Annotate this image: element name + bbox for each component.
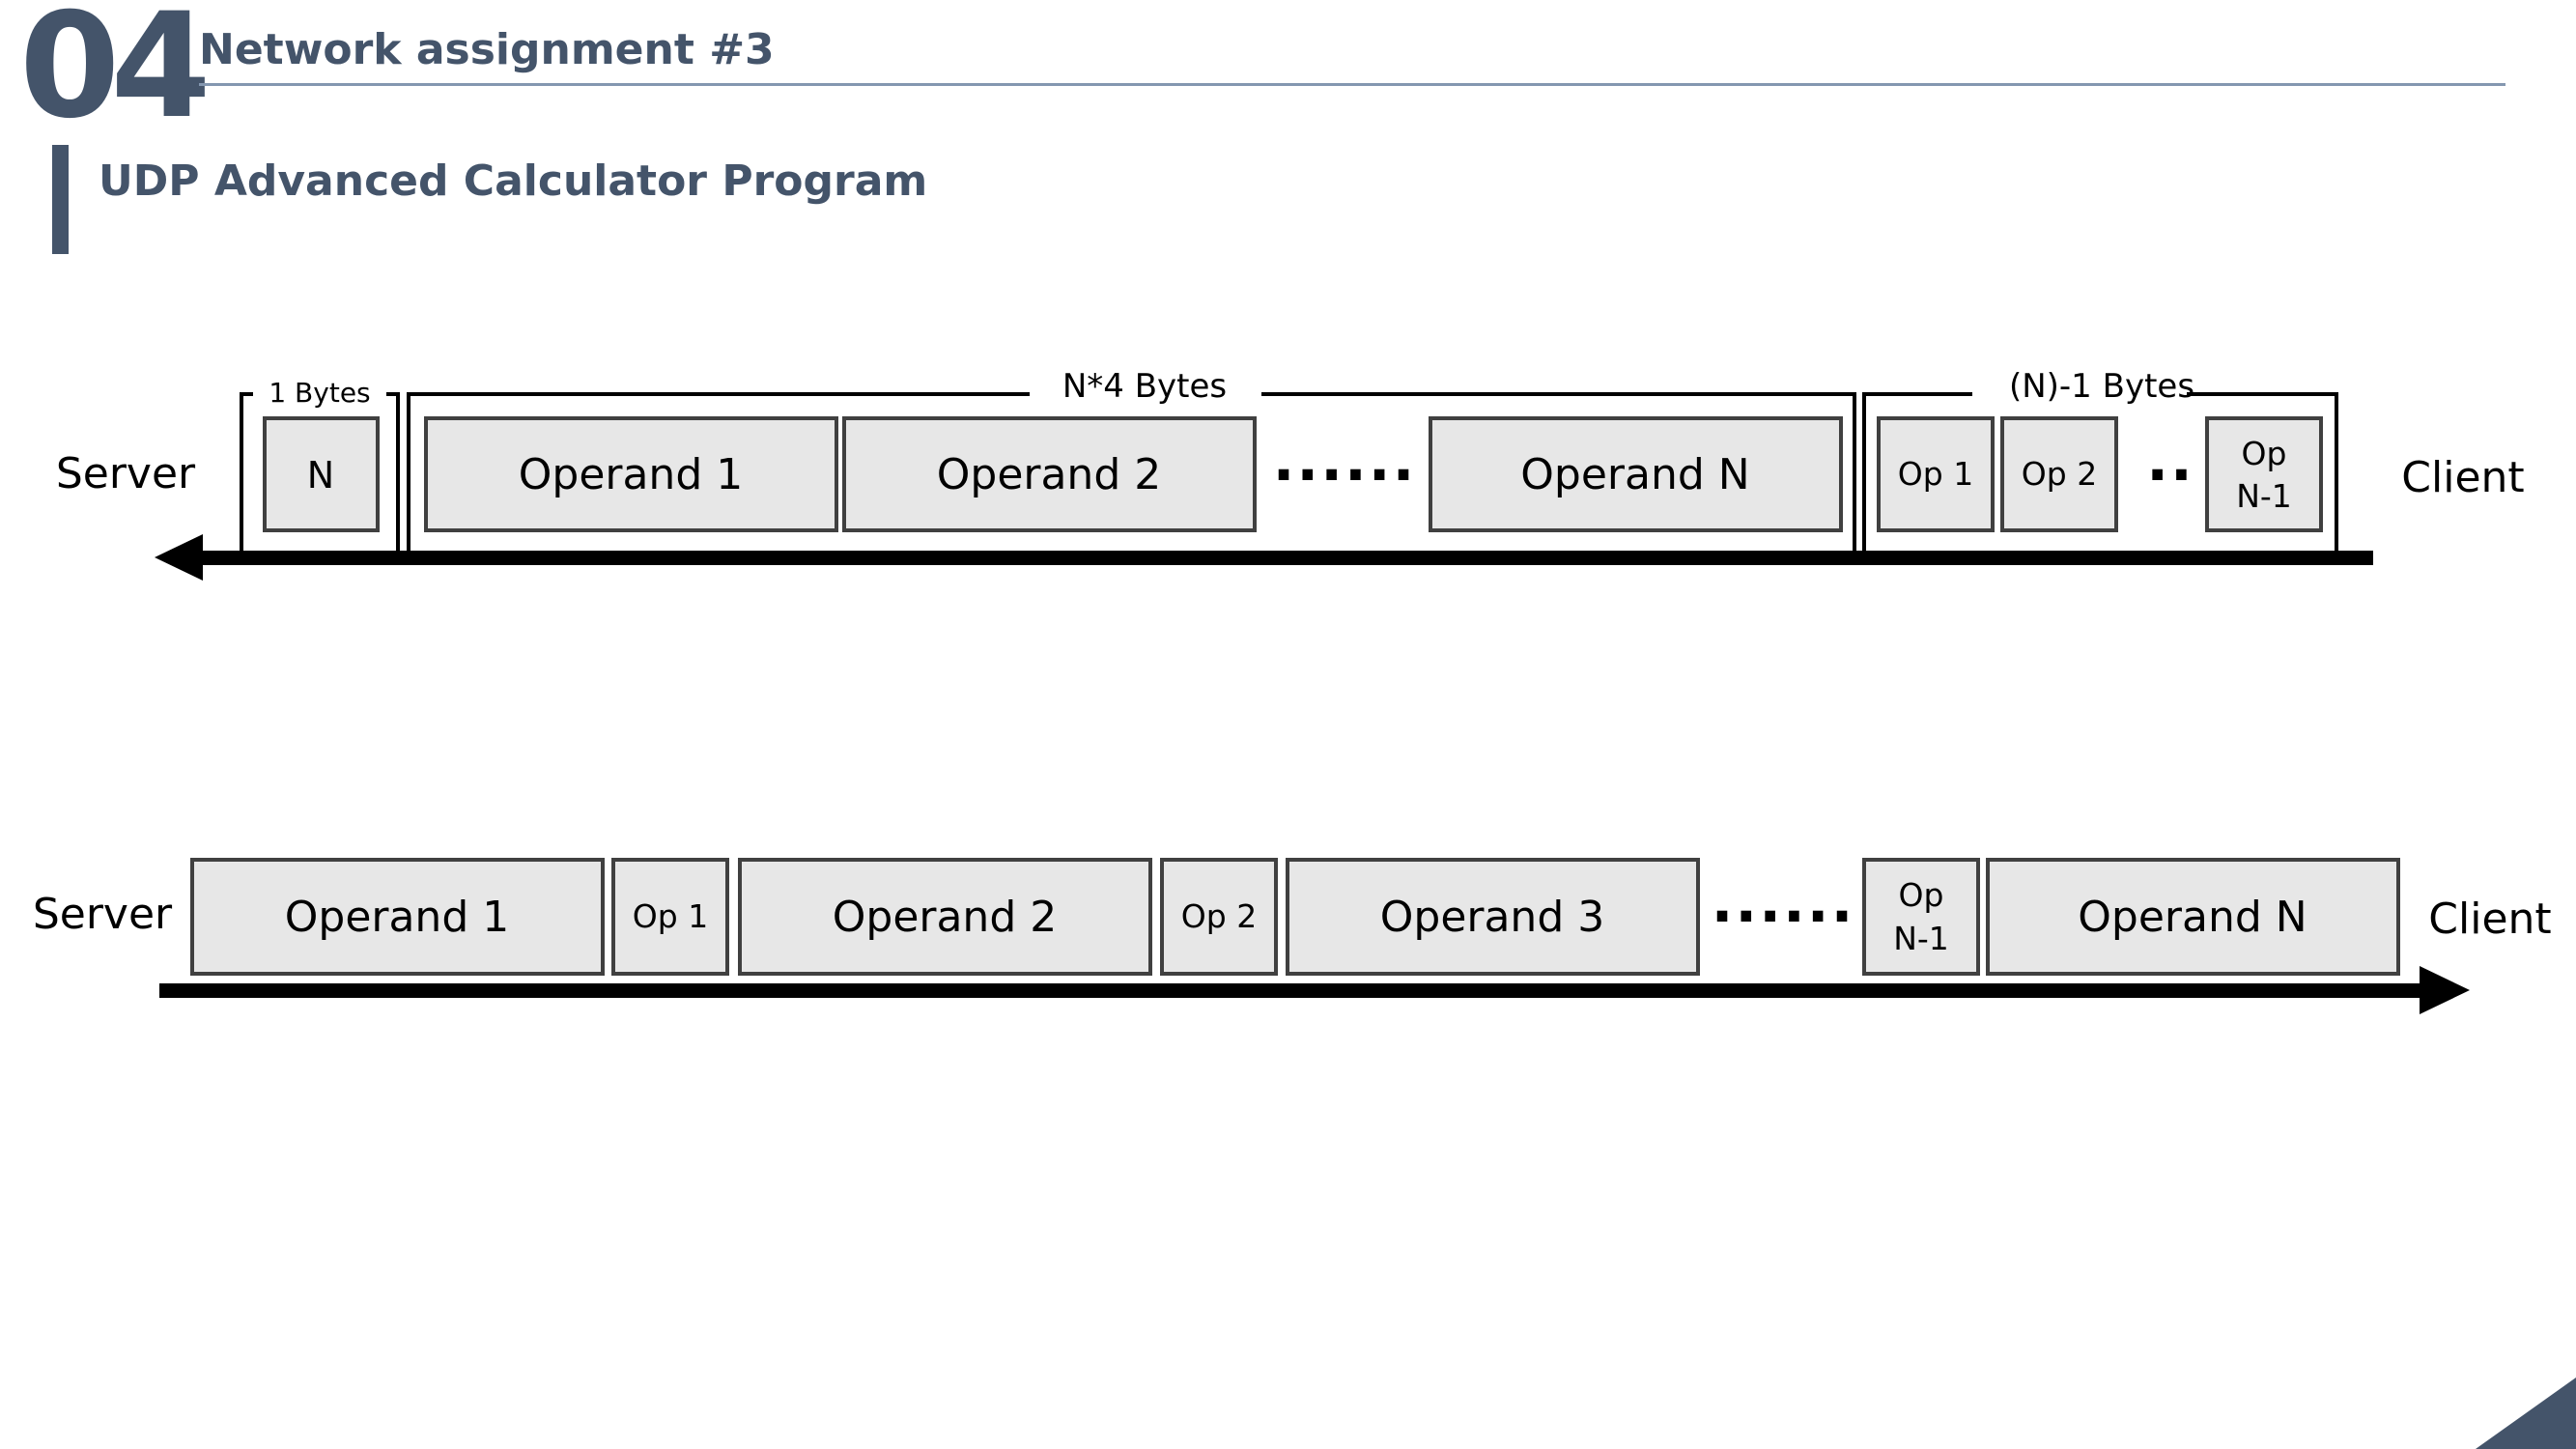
bottom-item-label: Op 2 — [1181, 897, 1257, 935]
top-arrowhead-left — [155, 534, 203, 581]
top-op-box — [2000, 416, 2118, 532]
bottom-operand-box — [190, 858, 605, 976]
top-operand-box — [1429, 416, 1843, 532]
bottom-op-box — [1862, 858, 1980, 976]
bottom-op-box — [1160, 858, 1278, 976]
label-n4-bytes: N*4 Bytes — [1062, 367, 1227, 406]
top-operand-label: Operand 2 — [937, 450, 1161, 499]
bottom-item-label: Operand 3 — [1380, 893, 1604, 942]
n-count-box — [263, 416, 380, 532]
corner-triangle-decoration — [2476, 1378, 2576, 1449]
bottom-client-label: Client — [2428, 895, 2551, 944]
bottom-arrow-shaft — [159, 983, 2444, 998]
top-operand-box — [424, 416, 838, 532]
bottom-item-label: Operand N — [2078, 893, 2307, 942]
bracket-1-bytes — [240, 392, 400, 551]
n-count-label: N — [307, 454, 334, 497]
top-operand-label: Operand N — [1520, 450, 1749, 499]
bracket-n4-bytes — [407, 392, 1856, 551]
label-1-bytes: 1 Bytes — [269, 377, 370, 409]
bottom-arrowhead-right — [2420, 966, 2470, 1014]
section-number: 04 — [19, 0, 212, 151]
page-title: Network assignment #3 — [199, 25, 775, 74]
bottom-item-label: Op 1 — [633, 897, 708, 935]
top-op-label: Op — [2242, 435, 2287, 472]
top-op-label: Op 2 — [2022, 455, 2097, 493]
subtitle-accent-bar — [52, 145, 69, 254]
top-op-ellipsis: .. — [2146, 427, 2194, 495]
bottom-ellipsis: ...... — [1712, 868, 1855, 936]
bottom-operand-box — [738, 858, 1152, 976]
top-operand-ellipsis: ...... — [1273, 427, 1417, 495]
top-op-box — [1877, 416, 1995, 532]
top-arrow-shaft — [193, 551, 2373, 565]
bottom-packet-diagram: Server Client Operand 1 Op 1 Operand 2 O… — [33, 858, 2552, 1014]
top-client-label: Client — [2401, 453, 2524, 502]
bottom-server-label: Server — [33, 890, 173, 939]
bottom-item-label: Op — [1899, 876, 1944, 914]
bottom-item-label: Operand 2 — [833, 893, 1057, 942]
bottom-item-label: N-1 — [1893, 920, 1949, 957]
bottom-item-label: Operand 1 — [285, 893, 509, 942]
bottom-operand-box — [1986, 858, 2400, 976]
bracket-ops-bytes — [1862, 392, 2338, 551]
top-op-box — [2205, 416, 2323, 532]
top-packet-diagram: Server Client 1 Bytes N*4 Bytes (N)-1 By… — [56, 367, 2525, 581]
top-operand-label: Operand 1 — [519, 450, 743, 499]
bottom-op-box — [611, 858, 729, 976]
header-divider — [199, 83, 2505, 86]
label-ops-bytes: (N)-1 Bytes — [2009, 367, 2194, 406]
top-operand-box — [842, 416, 1257, 532]
bottom-operand-box — [1286, 858, 1700, 976]
top-server-label: Server — [56, 449, 196, 498]
top-op-label: Op 1 — [1898, 455, 1973, 493]
top-op-label: N-1 — [2236, 477, 2292, 515]
page-subtitle: UDP Advanced Calculator Program — [99, 156, 928, 206]
